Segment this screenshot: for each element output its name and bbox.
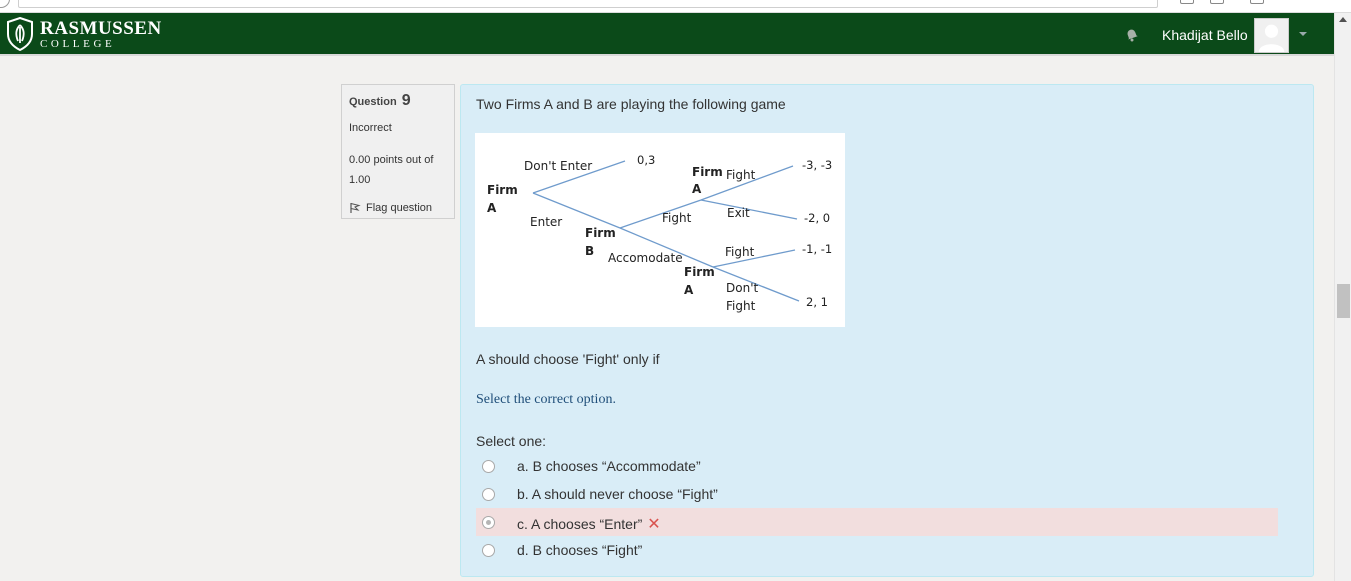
question-label: Question [349, 96, 397, 108]
label-dont-enter: Don't Enter [524, 159, 592, 173]
answer-option-d[interactable]: d. B chooses “Fight” [476, 536, 1278, 564]
question-grade: 0.00 points out of 1.00 [349, 154, 434, 186]
shield-logo-icon [7, 17, 33, 51]
cross-icon: ✕ [647, 516, 661, 533]
user-placeholder-icon [1258, 24, 1285, 52]
select-one-label: Select one: [476, 433, 547, 449]
answer-label-c-wrap[interactable]: c. A chooses “Enter”✕ [517, 514, 661, 534]
node-a-top-firm: Firm [692, 165, 723, 179]
payoff-fight-exit: -2, 0 [804, 211, 830, 225]
label-a-exit: Exit [727, 206, 750, 220]
scroll-thumb[interactable] [1337, 284, 1350, 318]
payoff-acc-fight: -1, -1 [802, 242, 832, 256]
address-bar[interactable] [18, 0, 1158, 8]
reload-icon[interactable] [0, 0, 10, 8]
radio-c[interactable] [482, 516, 495, 529]
chevron-down-icon[interactable] [1299, 32, 1307, 36]
label-b-accomodate: Accomodate [608, 251, 683, 265]
brand-name: RASMUSSEN COLLEGE [40, 19, 162, 50]
branch-a-fight [700, 165, 794, 201]
node-root-letter: A [487, 201, 497, 215]
branch-b-fight [619, 199, 702, 229]
node-a-bottom-letter: A [684, 283, 694, 297]
payoff-fight-fight: -3, -3 [802, 158, 832, 172]
answer-option-c[interactable]: c. A chooses “Enter”✕ [476, 508, 1278, 536]
game-tree-diagram: Firm A Firm B Firm A Firm A Don't Enter … [475, 133, 845, 327]
question-info: Question 9 Incorrect 0.00 points out of … [341, 84, 455, 219]
branch-a2-fight [712, 249, 796, 268]
answer-label-d[interactable]: d. B chooses “Fight” [517, 542, 643, 558]
branch-a-exit [700, 199, 798, 220]
flag-question-link[interactable]: Flag question [349, 202, 447, 214]
answer-label-c[interactable]: c. A chooses “Enter” [517, 516, 643, 532]
browser-toolbar [0, 0, 1351, 13]
label-a2-fight: Fight [725, 245, 755, 259]
payoffs: 0,3 -3, -3 -2, 0 -1, -1 2, 1 [637, 153, 832, 309]
branch-a2-dont-fight [712, 266, 800, 302]
brand-name-line2: COLLEGE [40, 37, 116, 50]
label-a-fight: Fight [726, 168, 756, 182]
question-hint: Select the correct option. [476, 392, 616, 407]
flag-question-label: Flag question [366, 202, 433, 214]
menu-icon[interactable] [1250, 0, 1264, 4]
node-a-top-letter: A [692, 182, 702, 196]
radio-d[interactable] [482, 544, 495, 557]
top-navbar: RASMUSSEN COLLEGE Khadijat Bello [0, 13, 1334, 56]
label-a2-dont-fight: Fight [726, 299, 756, 313]
flag-icon [350, 203, 361, 213]
page-scrollbar[interactable] [1334, 13, 1351, 581]
question-subtext: A should choose 'Fight' only if [476, 351, 660, 367]
label-a2-dont: Don't [726, 281, 758, 295]
avatar[interactable] [1254, 18, 1289, 53]
payoff-acc-dont-fight: 2, 1 [806, 295, 828, 309]
label-b-fight: Fight [662, 211, 692, 225]
tree-nodes: Firm A Firm B Firm A Firm A [487, 165, 723, 297]
label-enter: Enter [530, 215, 562, 229]
node-root-firm: Firm [487, 183, 518, 197]
node-b-letter: B [585, 244, 594, 258]
question-state: Incorrect [349, 122, 392, 134]
answer-label-b[interactable]: b. A should never choose “Fight” [517, 486, 718, 502]
answer-option-a[interactable]: a. B chooses “Accommodate” [476, 452, 1278, 480]
answer-label-a[interactable]: a. B chooses “Accommodate” [517, 458, 701, 474]
node-a-bottom-firm: Firm [684, 265, 715, 279]
extension-icon[interactable] [1210, 0, 1224, 4]
question-content: Two Firms A and B are playing the follow… [460, 84, 1314, 577]
branch-b-accomodate [619, 227, 714, 268]
bell-icon[interactable] [1124, 27, 1140, 43]
bookmark-icon[interactable] [1180, 0, 1194, 4]
payoff-dont-enter: 0,3 [637, 153, 655, 167]
branch-enter [532, 192, 621, 229]
question-text: Two Firms A and B are playing the follow… [476, 96, 786, 112]
answer-option-b[interactable]: b. A should never choose “Fight” [476, 480, 1278, 508]
user-name[interactable]: Khadijat Bello [1162, 27, 1248, 43]
radio-a[interactable] [482, 460, 495, 473]
question-number-value: 9 [401, 92, 411, 109]
branch-labels: Don't Enter Enter Fight Accomodate Fight… [524, 159, 758, 313]
brand-logo[interactable]: RASMUSSEN COLLEGE [6, 17, 162, 51]
brand-name-line1: RASMUSSEN [40, 17, 162, 39]
branch-dont-enter [532, 160, 626, 194]
scroll-up-icon[interactable] [1339, 17, 1347, 22]
answer-options: a. B chooses “Accommodate” b. A should n… [476, 452, 1278, 564]
node-b-firm: Firm [585, 226, 616, 240]
tree-branches [532, 160, 800, 302]
question-number: Question 9 [349, 92, 447, 110]
radio-b[interactable] [482, 488, 495, 501]
